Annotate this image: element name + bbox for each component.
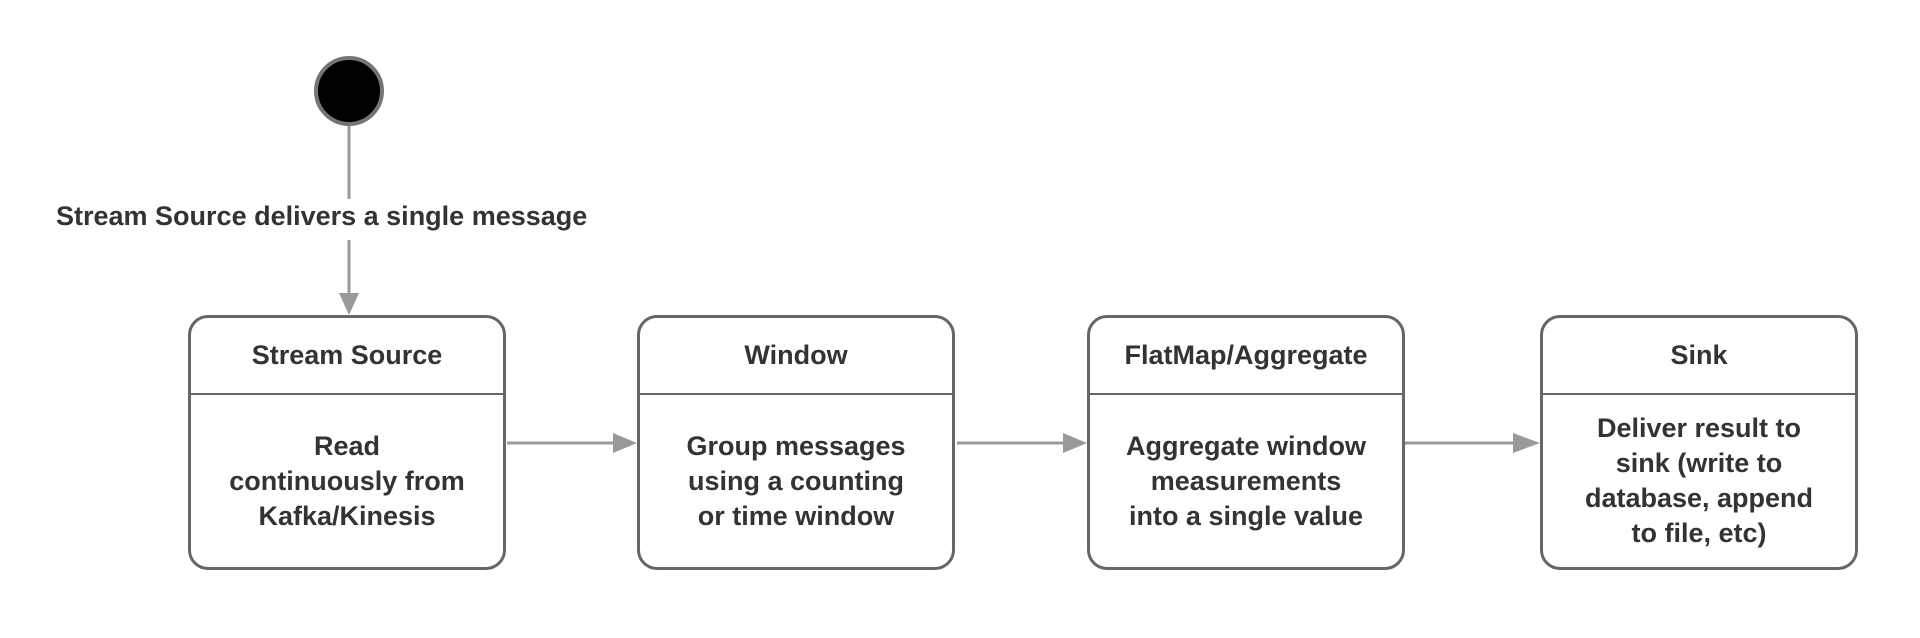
node-stream-source: Stream Source Read continuously from Kaf… (188, 315, 506, 570)
initial-state-icon (314, 56, 384, 126)
node-flatmap-aggregate-title: FlatMap/Aggregate (1090, 318, 1402, 395)
connector-arrowhead-source-window-icon (613, 433, 637, 453)
edge-label: Stream Source delivers a single message (56, 199, 598, 240)
node-stream-source-title: Stream Source (191, 318, 503, 395)
connector-arrowhead-flatmap-sink-icon (1513, 433, 1540, 453)
start-connector-arrowhead-icon (339, 293, 359, 315)
node-window-title: Window (640, 318, 952, 395)
connector-arrowhead-window-flatmap-icon (1063, 433, 1087, 453)
node-window: Window Group messages using a counting o… (637, 315, 955, 570)
node-sink-title: Sink (1543, 318, 1855, 395)
node-stream-source-body: Read continuously from Kafka/Kinesis (229, 430, 465, 531)
node-window-body: Group messages using a counting or time … (686, 430, 906, 531)
node-sink: Sink Deliver result to sink (write to da… (1540, 315, 1858, 570)
node-sink-body: Deliver result to sink (write to databas… (1584, 413, 1814, 548)
node-flatmap-aggregate-body: Aggregate window measurements into a sin… (1125, 430, 1366, 531)
node-flatmap-aggregate: FlatMap/Aggregate Aggregate window measu… (1087, 315, 1405, 570)
